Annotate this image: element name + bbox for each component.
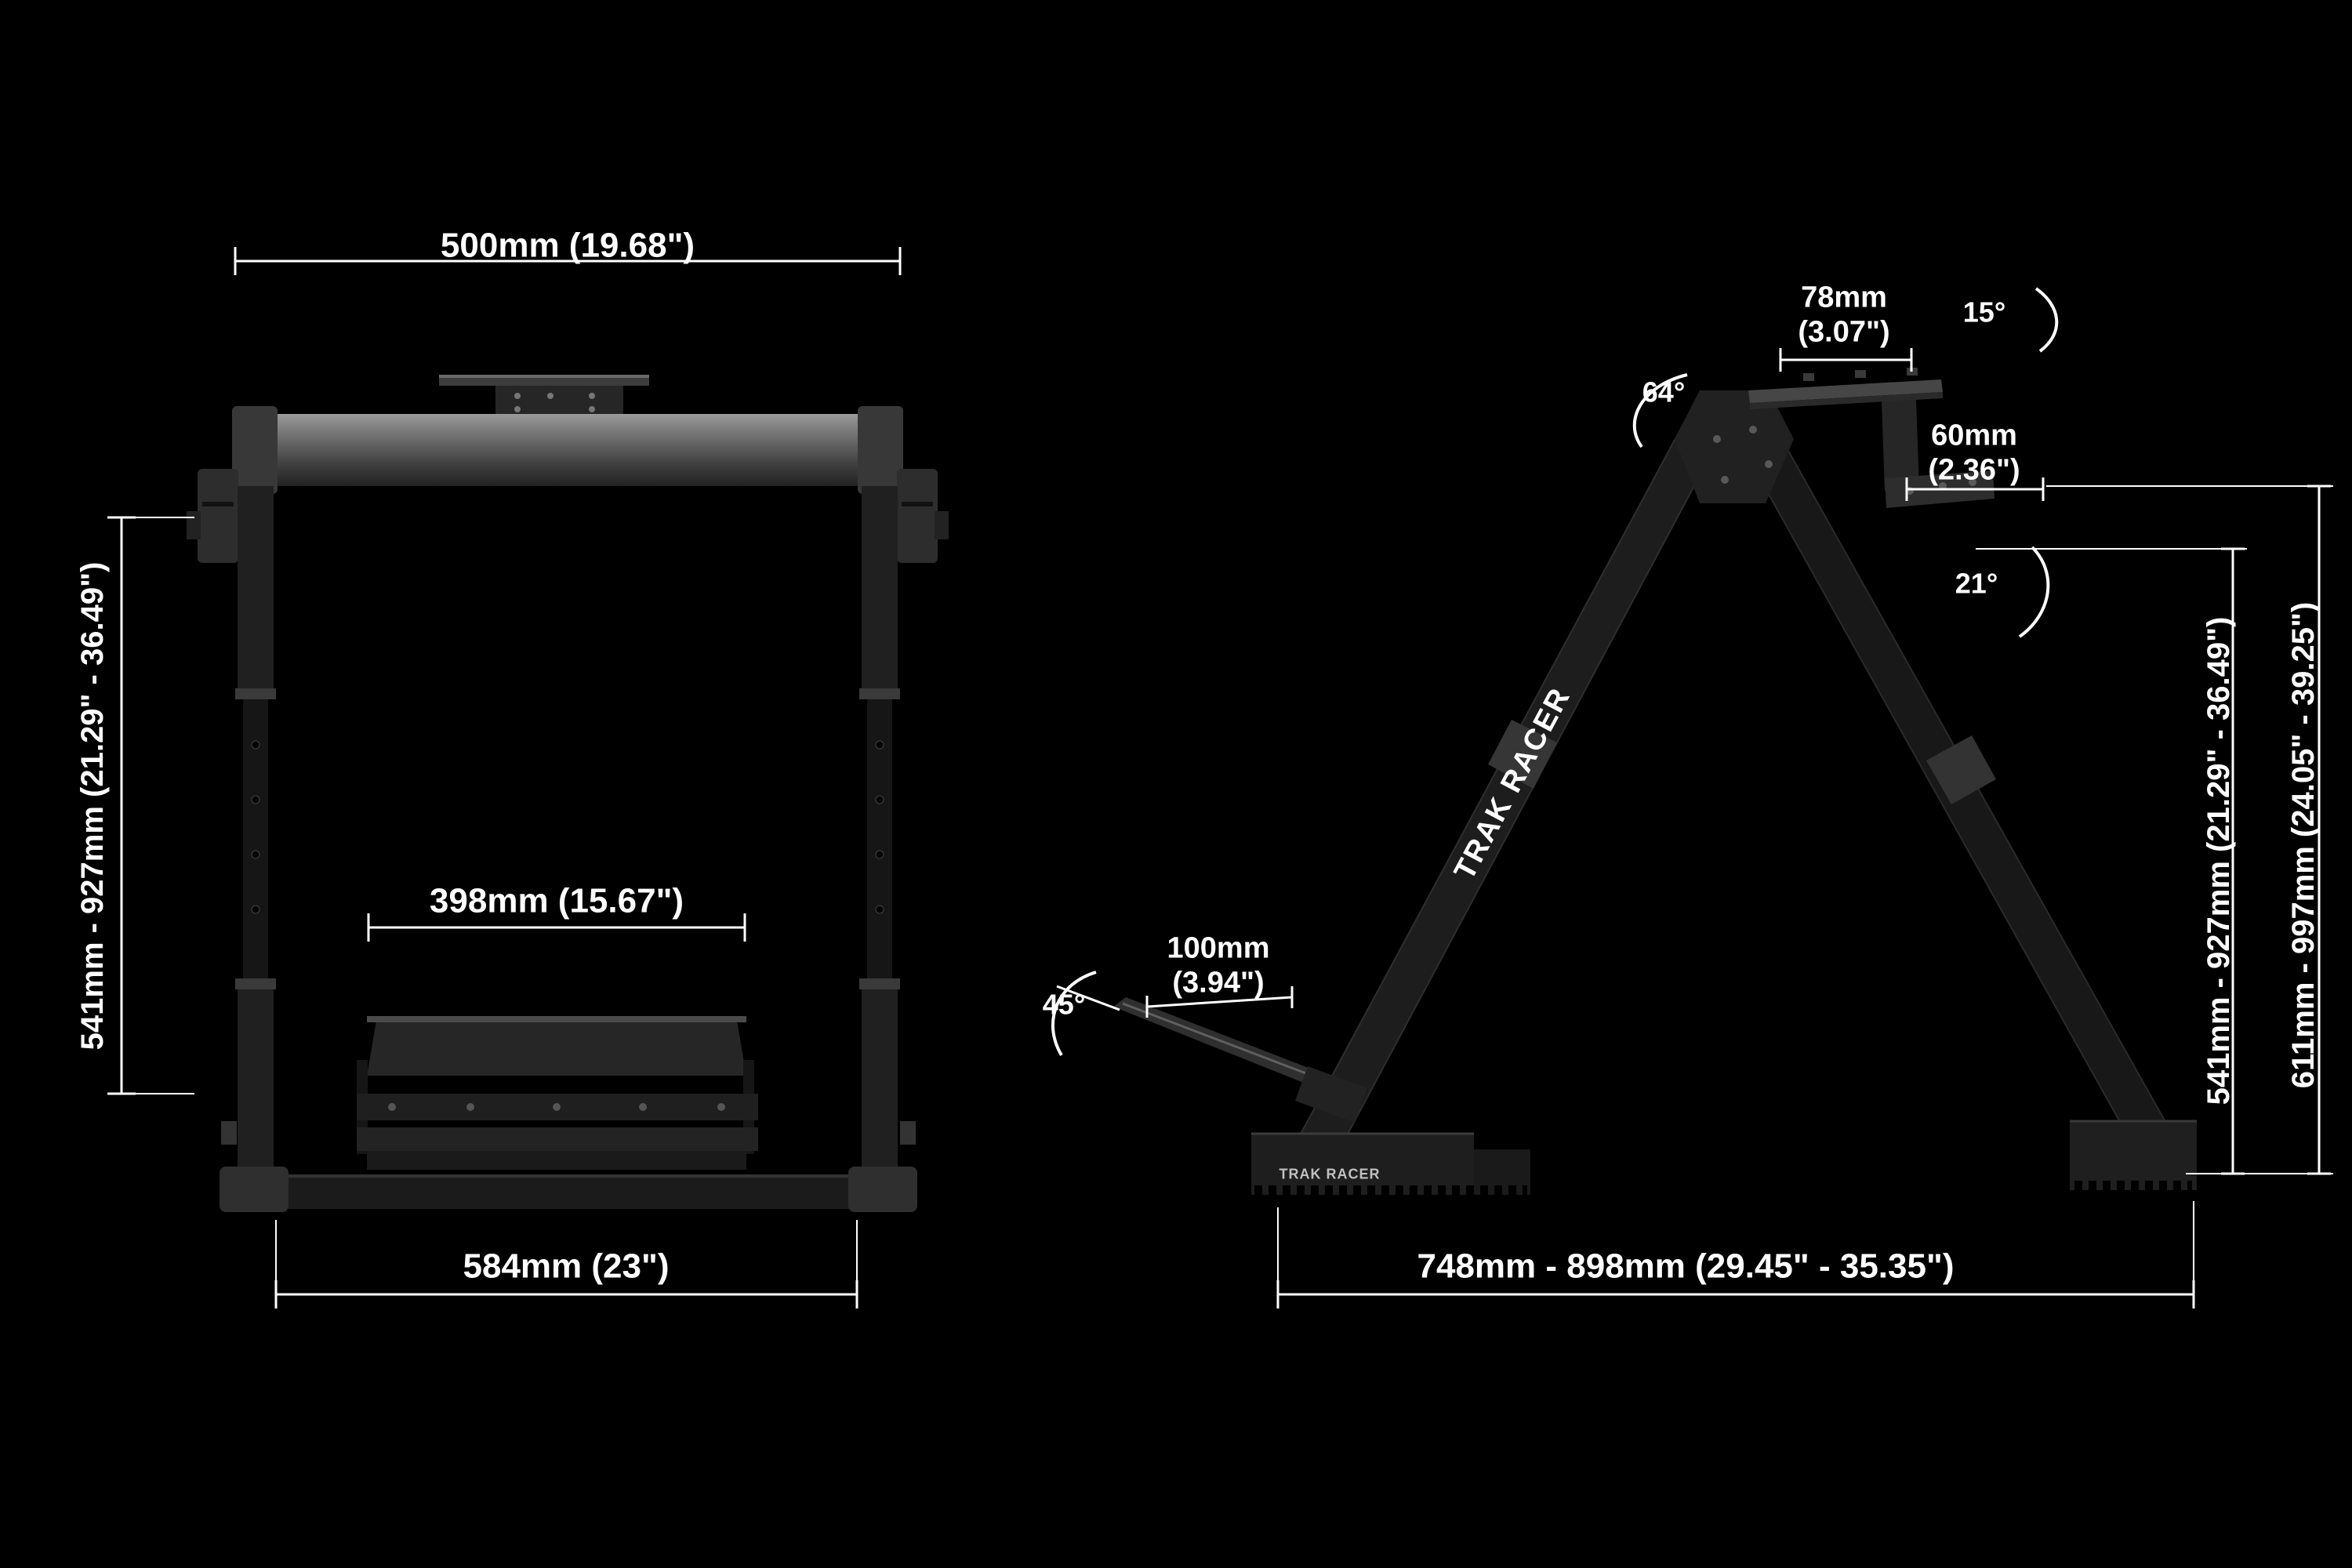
side-bracket-offset-label: 60mm (2.36") (1928, 419, 2020, 487)
side-view-render (1113, 368, 2197, 1195)
front-height-range-label: 541mm - 927mm (21.29" - 36.49") (75, 561, 110, 1051)
side-pedal-arm-inch: (3.94") (1172, 966, 1265, 999)
side-top-offset-mm: 78mm (1801, 281, 1887, 314)
side-top-angle-label: 15° (1962, 296, 2006, 328)
side-deck-angle-label: 21° (1955, 567, 1998, 600)
side-pedal-angle-label: 45° (1042, 988, 1086, 1021)
side-view-dimension-lines (1051, 287, 2333, 1308)
side-apex-angle-label: 64° (1642, 376, 1686, 408)
side-pedal-arm-mm: 100mm (1167, 931, 1270, 965)
front-pedal-plate-width-label: 398mm (15.67") (429, 881, 684, 920)
front-top-width-label: 500mm (19.68") (440, 226, 695, 265)
front-view-dimension-lines (107, 247, 902, 1308)
side-height-inner-label: 541mm - 927mm (21.29" - 36.49") (2201, 616, 2236, 1105)
front-view-render (187, 375, 949, 1212)
side-height-outer-label: 611mm - 997mm (24.05" - 39.25") (2286, 601, 2321, 1089)
side-top-offset-inch: (3.07") (1798, 315, 1890, 348)
side-foot-brand-logo: TRAK RACER (1279, 1166, 1381, 1182)
side-bracket-offset-inch: (2.36") (1928, 453, 2020, 486)
side-pedal-arm-label: 100mm (3.94") (1167, 931, 1270, 1000)
front-base-width-label: 584mm (23") (463, 1247, 670, 1286)
side-depth-range-label: 748mm - 898mm (29.45" - 35.35") (1417, 1247, 1955, 1286)
side-top-offset-label: 78mm (3.07") (1798, 281, 1889, 349)
side-bracket-offset-mm: 60mm (1931, 419, 2017, 452)
